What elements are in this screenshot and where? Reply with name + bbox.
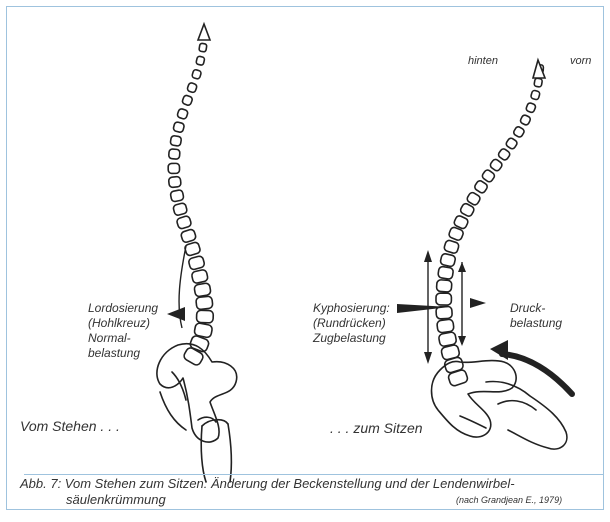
standing-vertebra [196, 56, 205, 66]
standing-vertebra [196, 296, 213, 310]
druck-arrow-icon [470, 298, 486, 308]
sitting-vertebra [505, 137, 518, 150]
standing-vertebra [170, 189, 184, 202]
lordosis-arrow-icon [167, 307, 185, 321]
label-normal: Normal- [88, 331, 131, 345]
standing-vertebra [184, 241, 201, 256]
sitting-vertebra [513, 126, 525, 138]
caption-source: (nach Grandjean E., 1979) [456, 495, 562, 505]
label-vorn: vorn [570, 55, 591, 68]
standing-vertebra [173, 202, 188, 216]
label-zum-sitzen: . . . zum Sitzen [330, 420, 423, 436]
standing-vertebra [182, 95, 193, 106]
standing-vertebra [188, 255, 205, 270]
label-zugbelastung: Zugbelastung [313, 331, 386, 345]
sitting-vertebra [436, 293, 452, 305]
standing-vertebra [194, 283, 211, 297]
standing-vertebra [173, 121, 185, 132]
standing-vertebra [191, 269, 208, 284]
standing-vertebra [196, 310, 213, 323]
standing-vertebra [192, 69, 202, 79]
sitting-vertebra [440, 253, 456, 267]
caption-line-2: säulenkrümmung [66, 492, 166, 507]
label-vom-stehen: Vom Stehen . . . [20, 418, 120, 434]
label-belastung-left: belastung [88, 346, 140, 360]
label-rundruecken: (Rundrücken) [313, 316, 386, 330]
sitting-vertebra [519, 114, 531, 126]
caption-line-1: Abb. 7: Vom Stehen zum Sitzen: Änderung … [20, 476, 515, 491]
standing-vertebra [177, 108, 189, 120]
sitting-vertebra [473, 179, 488, 194]
label-belastung-right: belastung [510, 316, 562, 330]
label-hohlkreuz: (Hohlkreuz) [88, 316, 150, 330]
standing-vertebra [199, 43, 207, 52]
caption-divider [24, 474, 604, 475]
sitting-vertebra [437, 319, 455, 333]
label-hinten: hinten [468, 55, 498, 68]
standing-vertebra [180, 229, 196, 244]
standing-vertebra [170, 135, 182, 146]
sitting-vertebra [436, 280, 452, 293]
sitting-vertebra [443, 240, 459, 255]
sitting-vertebra [497, 148, 511, 162]
standing-vertebra [176, 215, 192, 229]
sitting-vertebra [530, 90, 540, 100]
rotation-arrow-head-icon [490, 340, 508, 360]
standing-vertebra [187, 82, 198, 93]
sitting-vertebra [534, 78, 543, 87]
sitting-vertebra [481, 169, 496, 183]
standing-vertebra [168, 176, 181, 187]
sitting-vertebra [489, 158, 503, 172]
label-lordosierung: Lordosierung [88, 301, 158, 315]
sitting-spine [436, 60, 545, 387]
label-druck: Druck- [510, 301, 545, 315]
spine-tip-icon [198, 24, 210, 40]
standing-vertebra [169, 149, 181, 159]
sitting-vertebra [525, 102, 536, 113]
sitting-vertebra [438, 266, 454, 279]
label-kyphosierung: Kyphosierung: [313, 301, 390, 315]
standing-vertebra [168, 163, 179, 173]
